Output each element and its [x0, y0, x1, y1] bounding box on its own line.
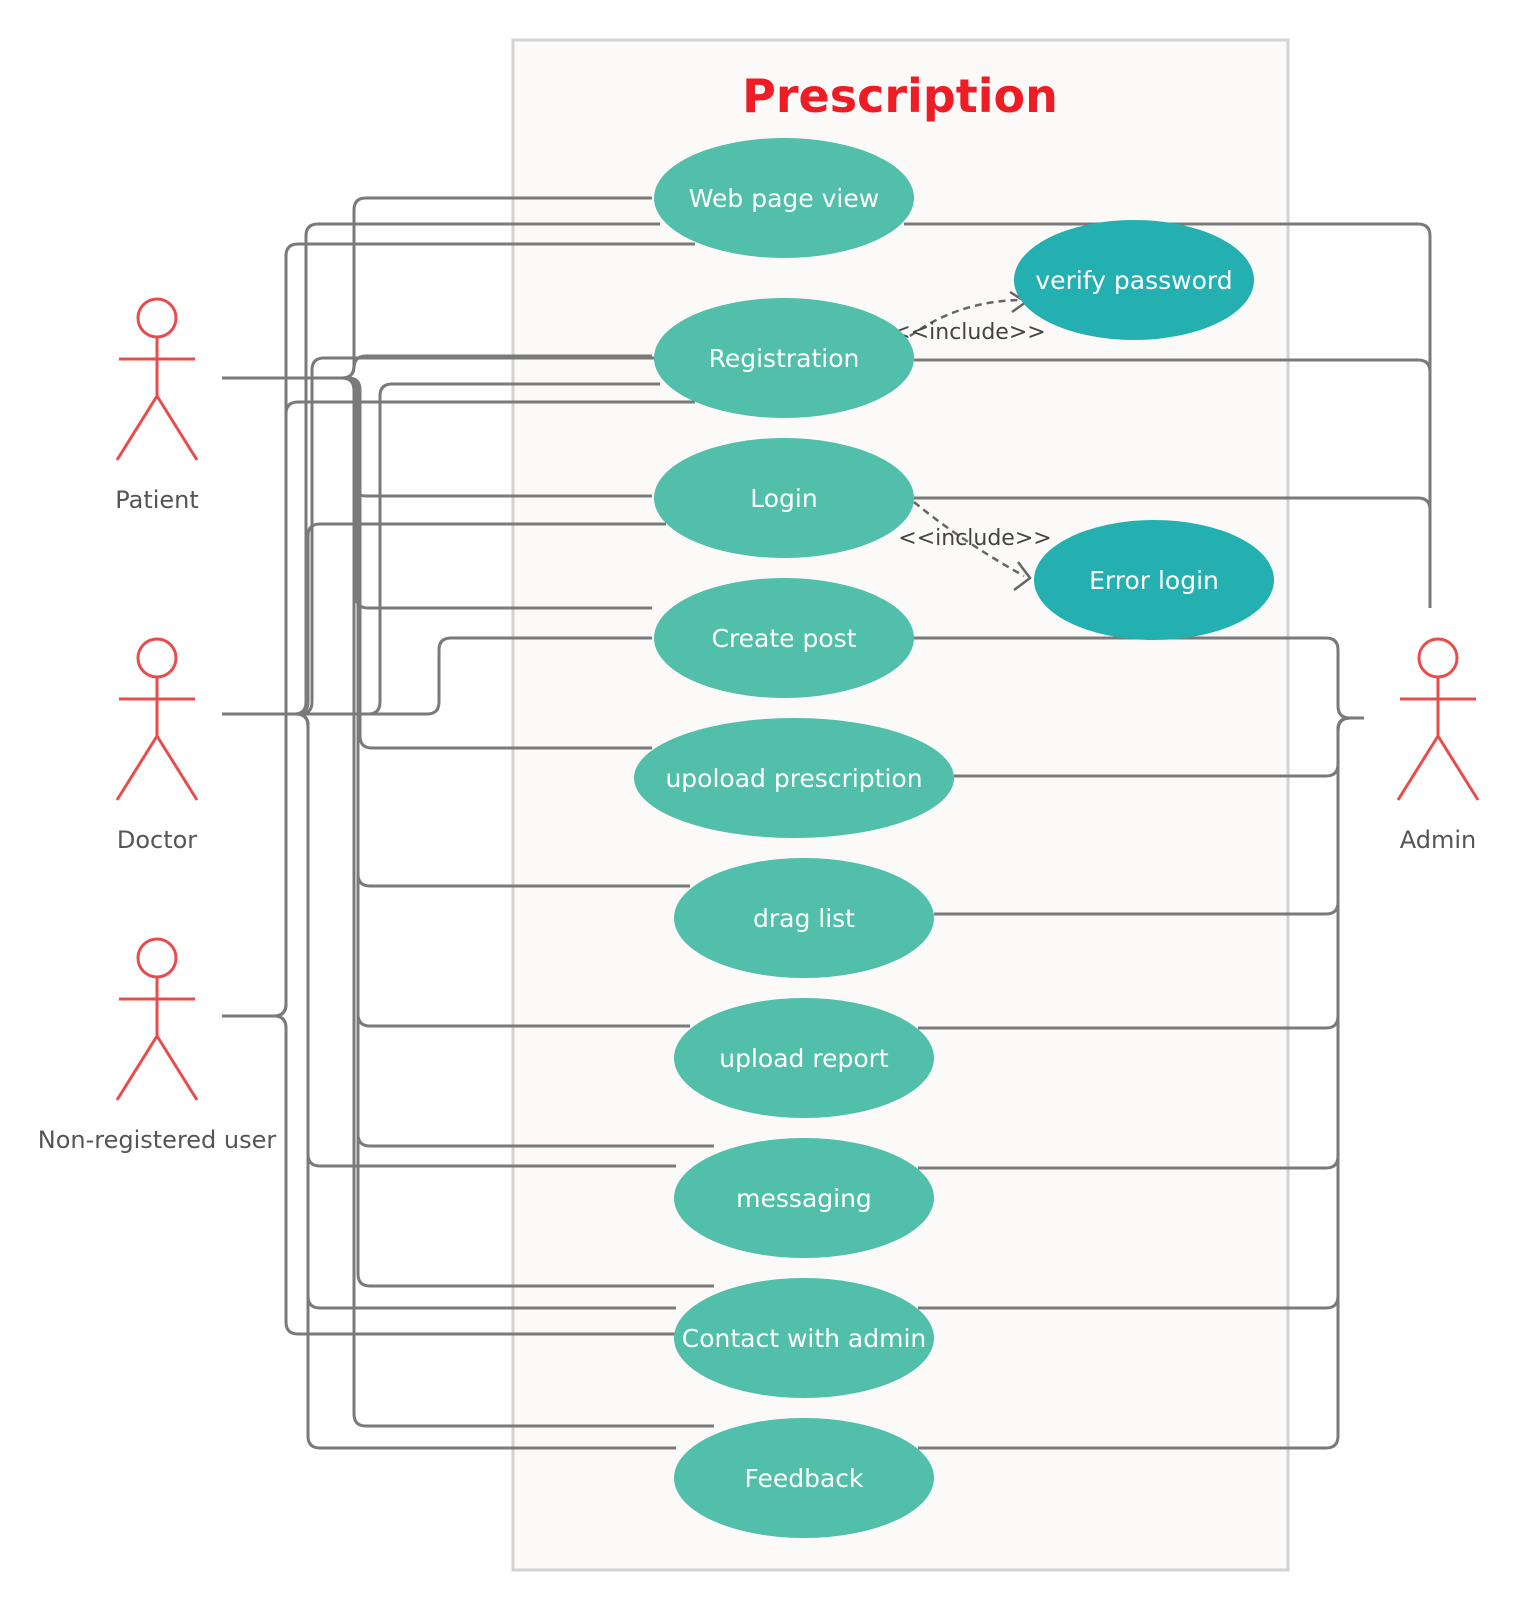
actor-guest-body-icon: [115, 977, 199, 1101]
association-lines: [222, 196, 1432, 1450]
use-case-verify-password[interactable]: [1014, 220, 1254, 340]
doctor-to-feedback: [222, 712, 676, 1450]
use-case-contact-admin-label: Contact with admin: [682, 1324, 927, 1353]
admin-to-registration: [914, 358, 1432, 608]
guest-to-contact-admin: [222, 1014, 676, 1336]
actor-guest-head-icon: [136, 937, 178, 979]
include-relations: <<include>> <<include>>: [892, 290, 1052, 591]
use-case-drag-list-label: drag list: [753, 904, 855, 933]
use-case-feedback[interactable]: [674, 1418, 934, 1538]
use-case-login[interactable]: [654, 438, 914, 558]
use-case-verify-password-label: verify password: [1035, 266, 1232, 295]
use-case-error-login[interactable]: [1034, 520, 1274, 640]
admin-to-web-page-view: [904, 222, 1432, 608]
actor-admin-label: Admin: [1400, 826, 1477, 854]
use-case-drag-list[interactable]: [674, 858, 934, 978]
use-case-login-label: Login: [750, 484, 817, 513]
actor-doctor[interactable]: Doctor: [115, 637, 199, 854]
use-case-upload-report-label: upload report: [719, 1044, 889, 1073]
use-case-contact-admin[interactable]: [674, 1278, 934, 1398]
admin-to-login: [914, 496, 1432, 608]
include-arrow-error-login-head: [1013, 561, 1032, 591]
use-case-messaging-label: messaging: [736, 1184, 872, 1213]
actor-admin-head-icon: [1417, 637, 1459, 679]
actor-patient[interactable]: Patient: [115, 297, 199, 514]
use-case-registration-label: Registration: [709, 344, 860, 373]
actor-patient-label: Patient: [115, 486, 199, 514]
use-case-upload-prescription[interactable]: [634, 718, 954, 838]
patient-to-feedback: [222, 376, 714, 1428]
actor-non-registered-user-label: Non-registered user: [38, 1126, 277, 1154]
system-title: Prescription: [742, 69, 1058, 123]
use-case-web-page-view[interactable]: [654, 138, 914, 258]
actor-doctor-head-icon: [136, 637, 178, 679]
actor-doctor-label: Doctor: [117, 826, 197, 854]
admin-to-feedback: [918, 716, 1364, 1450]
use-case-create-post[interactable]: [654, 578, 914, 698]
patient-to-contact-admin: [222, 376, 714, 1288]
actor-patient-head-icon: [136, 297, 178, 339]
include-label-2: <<include>>: [898, 526, 1051, 551]
actor-patient-body-icon: [115, 337, 199, 461]
use-case-upload-report[interactable]: [674, 998, 934, 1118]
doctor-to-upload-prescription: [222, 382, 660, 716]
actor-admin[interactable]: Admin: [1396, 637, 1480, 854]
actor-doctor-body-icon: [115, 677, 199, 801]
use-case-error-login-label: Error login: [1089, 566, 1219, 595]
use-case-web-page-view-label: Web page view: [689, 184, 879, 213]
use-case-registration[interactable]: [654, 298, 914, 418]
use-case-feedback-label: Feedback: [744, 1464, 864, 1493]
doctor-to-create-post: [222, 636, 652, 716]
include-arrow-verify-password: [909, 298, 1025, 338]
include-arrow-error-login: [913, 501, 1025, 578]
use-case-create-post-label: Create post: [711, 624, 856, 653]
use-case-upload-prescription-label: upoload prescription: [665, 764, 922, 793]
actor-admin-body-icon: [1396, 677, 1480, 801]
use-case-messaging[interactable]: [674, 1138, 934, 1258]
actor-non-registered-user[interactable]: Non-registered user: [38, 937, 277, 1154]
include-label-1: <<include>>: [892, 320, 1045, 345]
use-case-group: Web page view Registration Login Create …: [634, 138, 1274, 1538]
